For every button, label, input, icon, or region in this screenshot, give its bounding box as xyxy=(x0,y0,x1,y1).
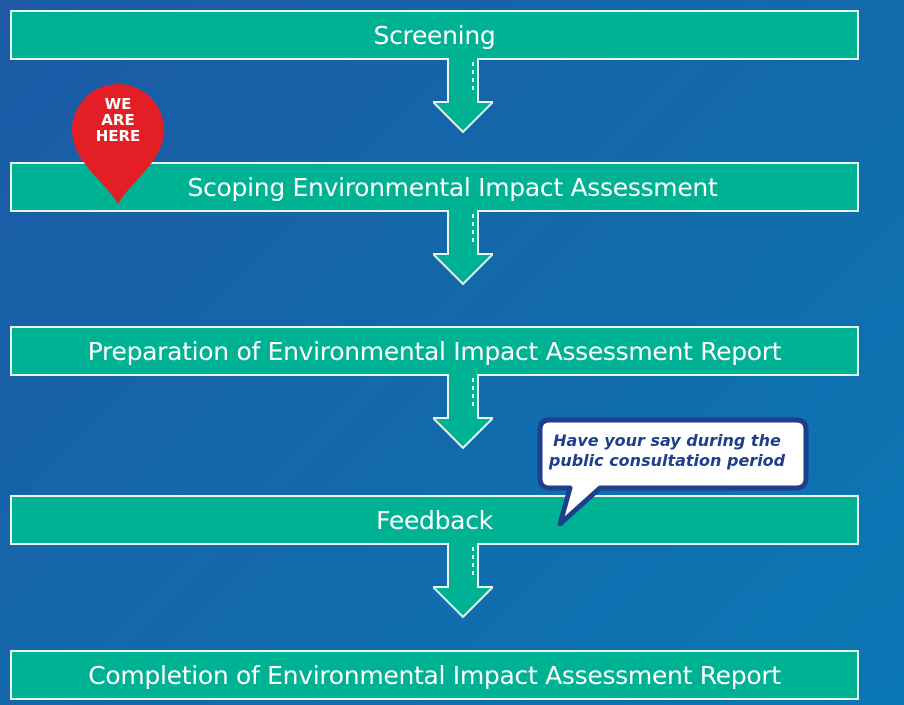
marker-line: WE xyxy=(104,95,132,113)
stage-label: Screening xyxy=(373,20,496,50)
location-pin-icon xyxy=(72,84,164,204)
stage-screening: Screening xyxy=(10,10,859,60)
marker-line: HERE xyxy=(95,127,141,145)
stage-feedback: Feedback xyxy=(10,495,859,545)
we-are-here-marker: WE ARE HERE xyxy=(66,96,170,144)
down-arrow-icon xyxy=(433,543,493,619)
stage-scoping: Scoping Environmental Impact Assessment xyxy=(10,162,859,212)
stage-label: Scoping Environmental Impact Assessment xyxy=(187,172,718,202)
down-arrow-icon xyxy=(433,210,493,286)
stage-label: Completion of Environmental Impact Asses… xyxy=(88,660,781,690)
callout-text: Have your say during the public consulta… xyxy=(537,431,797,471)
callout-line: Have your say during the xyxy=(553,431,781,450)
down-arrow-icon xyxy=(433,58,493,134)
marker-line: ARE xyxy=(101,111,135,129)
stage-completion: Completion of Environmental Impact Asses… xyxy=(10,650,859,700)
stage-label: Preparation of Environmental Impact Asse… xyxy=(87,336,782,366)
down-arrow-icon xyxy=(433,374,493,450)
stage-preparation: Preparation of Environmental Impact Asse… xyxy=(10,326,859,376)
speech-bubble xyxy=(537,417,809,526)
callout-line: public consultation period xyxy=(548,451,786,470)
stage-label: Feedback xyxy=(376,505,493,535)
